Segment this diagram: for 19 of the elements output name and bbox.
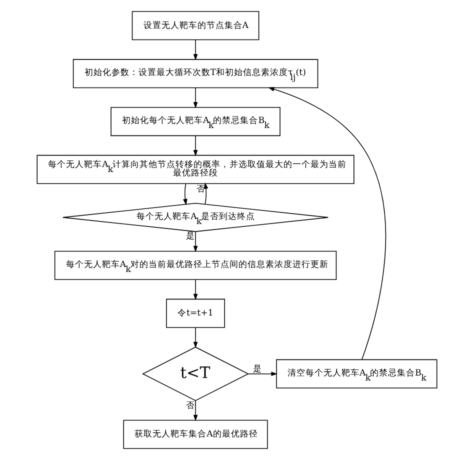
arrow <box>193 135 198 156</box>
arrow <box>193 87 198 108</box>
arrow <box>193 39 198 60</box>
edge-label: 否 <box>196 184 206 194</box>
arrow <box>204 182 208 204</box>
arrow <box>183 183 188 206</box>
arrow <box>268 87 386 360</box>
arrow <box>193 327 198 348</box>
node-box: 获取无人靶车集合A的最优路径 <box>123 420 268 449</box>
arrow <box>193 231 198 252</box>
arrow <box>193 279 198 300</box>
edge-label: 否 <box>186 400 196 411</box>
edge-label: 是 <box>253 364 262 374</box>
edge-label: 是 <box>186 232 196 242</box>
arrow <box>248 372 278 376</box>
node-box: 令t=t+1 <box>166 298 226 328</box>
node-diamond: t<T <box>142 346 250 402</box>
node-box: 设置无人靶车的节点集合A <box>132 11 260 40</box>
arrow <box>193 400 198 422</box>
